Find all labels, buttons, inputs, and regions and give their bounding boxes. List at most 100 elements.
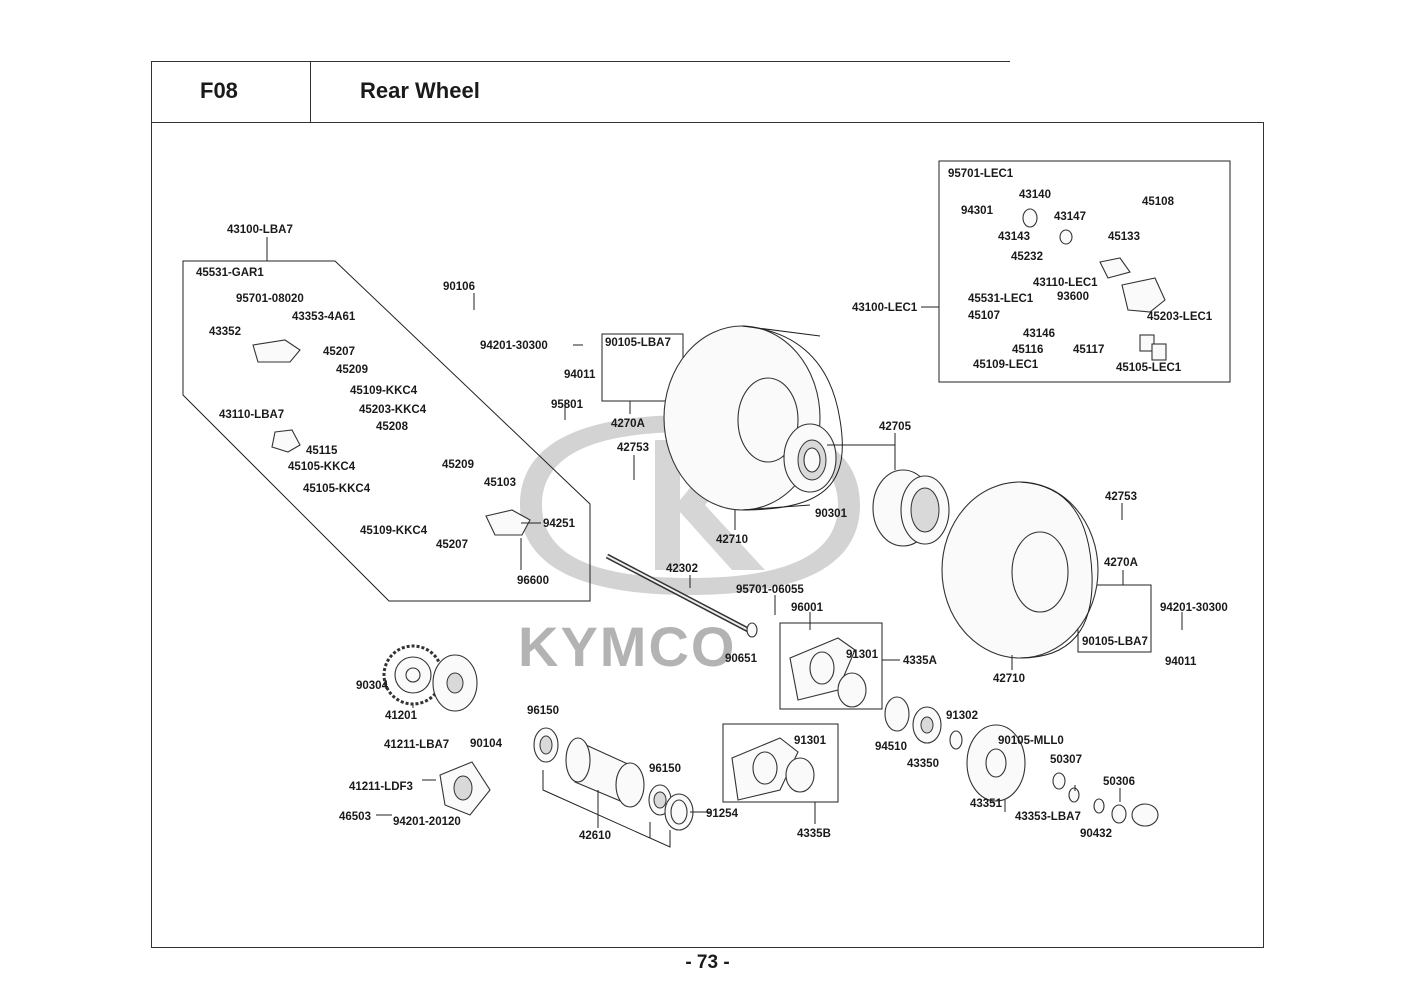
- part-label: 50306: [1103, 776, 1135, 788]
- section-title-box: [310, 61, 1010, 123]
- part-label: 45531-GAR1: [196, 267, 264, 279]
- part-label: 45105-KKC4: [303, 483, 371, 495]
- part-label: 96150: [649, 763, 681, 775]
- left-rim: [783, 423, 837, 493]
- part-label: 42753: [617, 442, 649, 454]
- kymco-watermark: KYMCO: [518, 415, 860, 678]
- part-label: 96600: [517, 575, 549, 587]
- part-label: 90304: [356, 680, 389, 692]
- disc-hub-43350: [912, 706, 942, 744]
- part-label: 43147: [1054, 211, 1086, 223]
- part-label: 94011: [1165, 656, 1197, 668]
- part-label: 90104: [470, 738, 503, 750]
- part-label: 94201-20120: [393, 816, 461, 828]
- part-label: 90432: [1080, 828, 1112, 840]
- part-label: 94251: [543, 518, 576, 530]
- part-label: 4335A: [903, 655, 937, 667]
- part-label: 45108: [1142, 196, 1175, 208]
- part-label: 43353-LBA7: [1015, 811, 1081, 823]
- part-label: 43100-LBA7: [227, 224, 293, 236]
- part-labels: 43100-LBA7 45531-GAR1 95701-08020 43353-4A6…: [196, 168, 1228, 842]
- brake-bracket-b: [731, 737, 815, 801]
- bearing-housing: [533, 727, 694, 831]
- right-tire: [941, 481, 1099, 659]
- watermark-text: KYMCO: [518, 615, 736, 678]
- part-label: 42705: [879, 421, 912, 433]
- part-label: 43351: [970, 798, 1003, 810]
- part-label: 45133: [1108, 231, 1140, 243]
- part-label: 42610: [579, 830, 611, 842]
- part-label: 45209: [442, 459, 474, 471]
- left-tire: [663, 325, 843, 511]
- part-label: 41211-LDF3: [349, 781, 413, 793]
- caliper-assembly-outline: [182, 260, 591, 602]
- seal-94510: [884, 696, 910, 732]
- part-label: 45203-KKC4: [359, 404, 427, 416]
- part-label: 93600: [1057, 291, 1089, 303]
- part-label: 43110-LBA7: [219, 409, 284, 421]
- sprocket: [382, 644, 444, 706]
- part-label: 45207: [323, 346, 355, 358]
- part-label: 95701-06055: [736, 584, 804, 596]
- part-label: 96001: [791, 602, 824, 614]
- brake-bracket-b-box: [722, 723, 839, 803]
- part-label: 45109-KKC4: [360, 525, 428, 537]
- part-label: 95701-LEC1: [948, 168, 1014, 180]
- part-label: 41201: [385, 710, 418, 722]
- right-rim: [872, 469, 950, 547]
- caliper-lec1: [1022, 208, 1167, 361]
- part-label: 43352: [209, 326, 241, 338]
- part-label: 45115: [306, 445, 338, 457]
- part-label: 43143: [998, 231, 1030, 243]
- part-label: 45208: [376, 421, 409, 433]
- part-label: 4270A: [611, 418, 645, 430]
- part-label: 91301: [794, 735, 827, 747]
- hub-flange: [439, 761, 491, 816]
- part-label: 43146: [1023, 328, 1055, 340]
- part-label: 45209: [336, 364, 368, 376]
- part-label: 45232: [1011, 251, 1043, 263]
- brake-bracket-a: [789, 637, 867, 708]
- part-label: 45207: [436, 539, 468, 551]
- part-label: 4270A: [1104, 557, 1138, 569]
- part-label: 43100-LEC1: [852, 302, 918, 314]
- part-label: 45203-LEC1: [1147, 311, 1213, 323]
- part-label: 50307: [1050, 754, 1082, 766]
- part-label: 45117: [1073, 344, 1104, 356]
- leader-lines: [376, 293, 1183, 828]
- part-label: 90106: [443, 281, 475, 293]
- axle-nut-assembly: [1052, 772, 1159, 827]
- part-label: 95701-08020: [236, 293, 304, 305]
- section-title: Rear Wheel: [360, 78, 480, 103]
- part-label: 43353-4A61: [292, 311, 356, 323]
- part-label: 94510: [875, 741, 907, 753]
- part-label: 45116: [1012, 344, 1043, 356]
- part-label: 45105-LEC1: [1116, 362, 1182, 374]
- part-label: 90651: [725, 653, 758, 665]
- part-label: 90105-LBA7: [1082, 636, 1148, 648]
- rear-axle: [605, 553, 758, 638]
- o-ring-91302: [949, 730, 963, 750]
- part-label: 41211-LBA7: [384, 739, 449, 751]
- section-code: F08: [200, 78, 238, 103]
- part-label: 94201-30300: [480, 340, 548, 352]
- part-label: 90105-MLL0: [998, 735, 1064, 747]
- part-label: 4335B: [797, 828, 831, 840]
- part-label: 46503: [339, 811, 371, 823]
- part-label: 45531-LEC1: [968, 293, 1034, 305]
- part-label: 42710: [716, 534, 748, 546]
- part-label: 45109-LEC1: [973, 359, 1039, 371]
- sprocket-hub: [432, 654, 478, 712]
- part-label: 42302: [666, 563, 698, 575]
- page-number: - 73 -: [685, 952, 730, 973]
- part-label: 91302: [946, 710, 978, 722]
- part-label: 42753: [1105, 491, 1137, 503]
- part-label: 91254: [706, 808, 739, 820]
- caliper-lba7: [252, 339, 531, 536]
- part-label: 43110-LEC1: [1033, 277, 1098, 289]
- part-label: 43140: [1019, 189, 1051, 201]
- caliper-lec1-outline: [938, 160, 1231, 383]
- brake-bracket-a-box: [779, 622, 883, 710]
- part-label: 96150: [527, 705, 559, 717]
